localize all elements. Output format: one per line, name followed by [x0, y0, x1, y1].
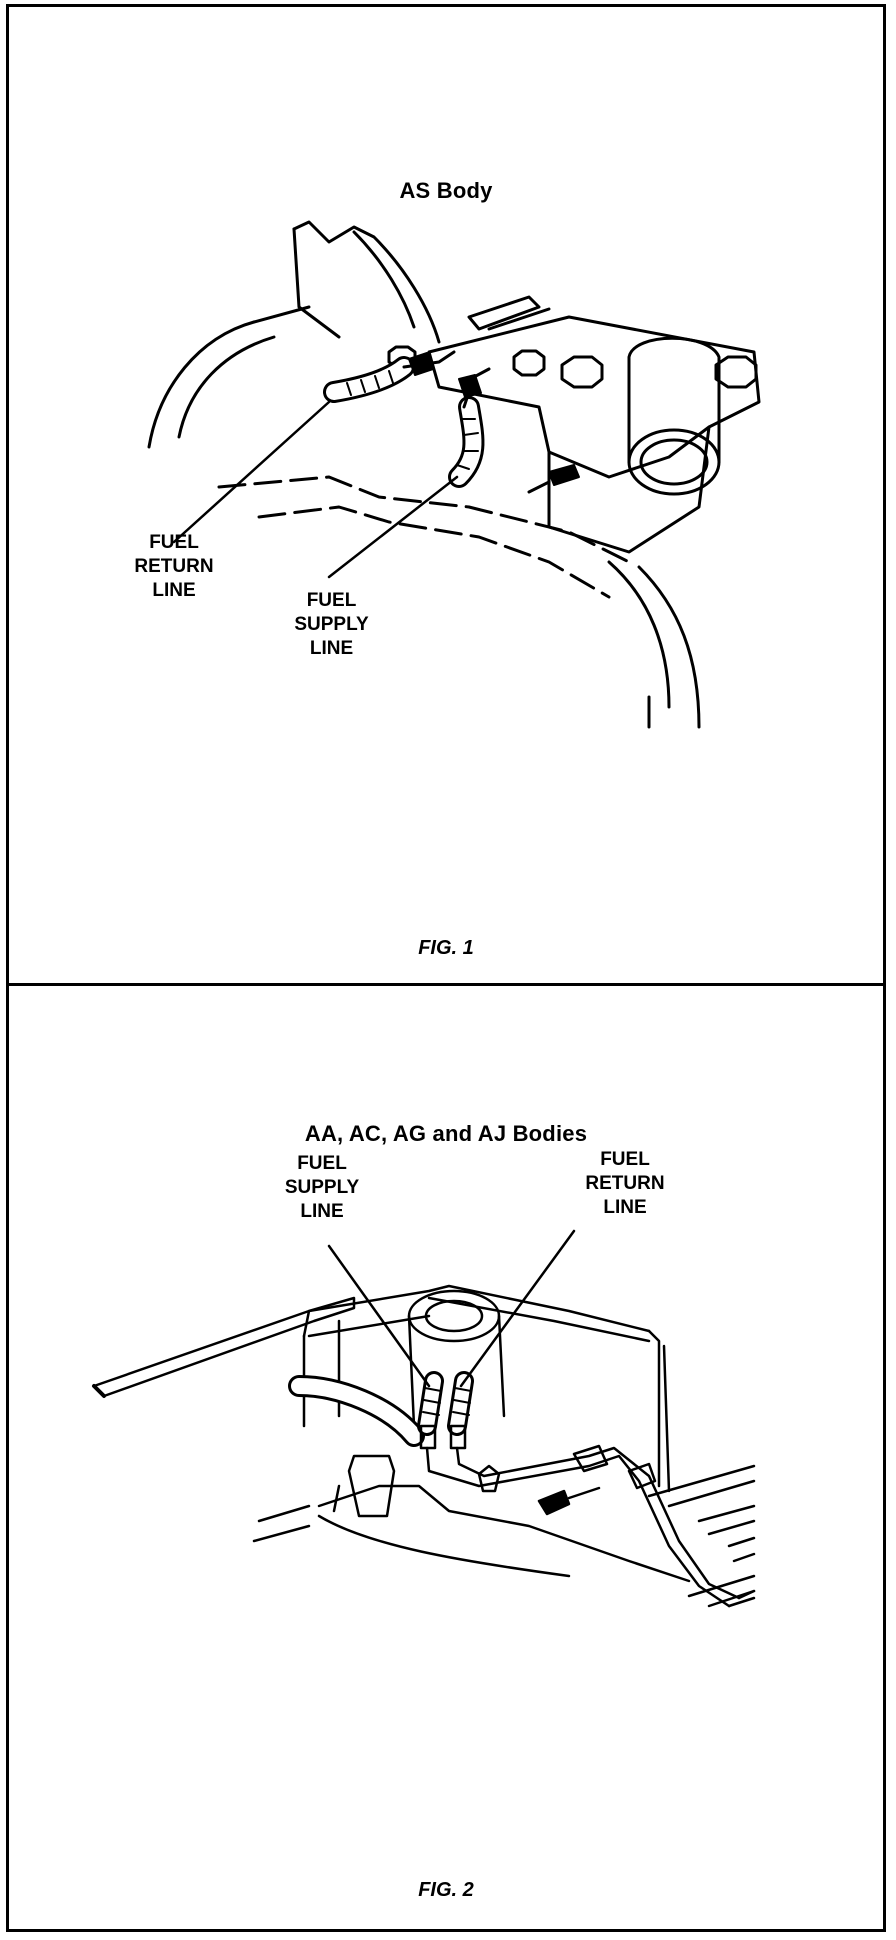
figure-1-panel: AS Body [9, 7, 883, 983]
right-frame-rails [649, 1466, 754, 1606]
figure-1-drawing [9, 7, 883, 983]
frame-rail-dashed [219, 477, 629, 562]
fig1-supply-line-label: FUEL SUPPLY LINE [294, 590, 369, 659]
supply-leader-line [329, 1246, 429, 1386]
line-bracket [574, 1446, 607, 1471]
return-leader-line [461, 1231, 574, 1386]
figure-2-drawing [9, 986, 883, 1929]
figure-2-caption: FIG. 2 [418, 1879, 474, 1901]
figure-2-title: AA, AC, AG and AJ Bodies [304, 1121, 588, 1146]
mounting-bolt [539, 1491, 569, 1514]
fig2-return-line-label: FUEL RETURN LINE [585, 1149, 665, 1218]
metal-line-1 [427, 1448, 729, 1606]
floor-panel [319, 1486, 689, 1581]
left-bracket [349, 1456, 394, 1516]
upper-wall [304, 1286, 649, 1336]
fig1-return-line-label: FUEL RETURN LINE [134, 532, 214, 601]
figure-1-caption: FIG. 1 [418, 937, 474, 959]
figure-2-panel: AA, AC, AG and AJ Bodies [9, 986, 883, 1929]
bolt-heads [389, 347, 756, 387]
fig2-supply-line-label: FUEL SUPPLY LINE [284, 1153, 360, 1222]
page-frame [6, 4, 886, 1932]
return-leader-line [174, 402, 329, 542]
figure-1-title: AS Body [399, 178, 493, 203]
fuel-rail [469, 297, 539, 329]
supply-leader-line [329, 477, 457, 577]
small-bolt [549, 465, 579, 485]
housing-outline [149, 322, 254, 447]
figure-divider [6, 983, 886, 986]
shroud-outline [294, 229, 339, 337]
line-clip [479, 1466, 499, 1491]
